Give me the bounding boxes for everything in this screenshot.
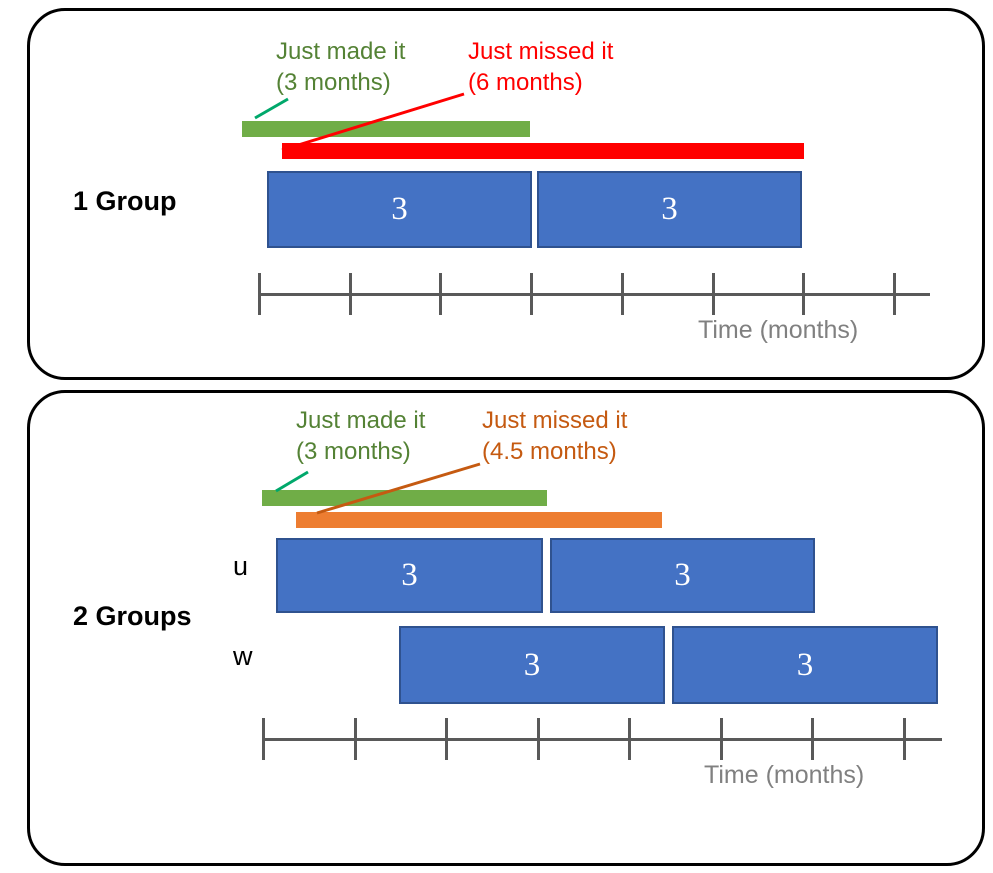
- axis-caption: Time (months): [698, 316, 859, 344]
- task-box[interactable]: 3: [276, 538, 543, 613]
- axis-tick: [893, 273, 896, 315]
- row-label-w: w: [233, 641, 253, 671]
- axis-line: [258, 293, 930, 296]
- task-box[interactable]: 3: [550, 538, 815, 613]
- callout-line-2: (3 months): [276, 69, 391, 96]
- time-axis: [262, 718, 942, 760]
- callout-line-2: (3 months): [296, 438, 411, 465]
- axis-tick: [537, 718, 540, 760]
- green-duration-bar: [262, 490, 547, 506]
- row-label-u: u: [233, 551, 249, 581]
- callout-just-missed-it: Just missed it (4.5 months): [482, 405, 627, 467]
- axis-tick: [439, 273, 442, 315]
- callout-just-missed-it: Just missed it (6 months): [468, 36, 613, 98]
- callout-just-made-it: Just made it (3 months): [296, 405, 425, 467]
- callout-line-1: Just missed it: [468, 38, 614, 65]
- axis-line: [262, 738, 942, 741]
- axis-tick: [262, 718, 265, 760]
- axis-tick: [811, 718, 814, 760]
- callout-line-2: (6 months): [468, 69, 583, 96]
- axis-tick: [712, 273, 715, 315]
- panel-title-one-group: 1 Group: [73, 186, 177, 216]
- axis-tick: [621, 273, 624, 315]
- green-duration-bar: [242, 121, 530, 137]
- axis-tick: [720, 718, 723, 760]
- axis-caption: Time (months): [704, 761, 865, 789]
- axis-tick: [903, 718, 906, 760]
- callout-line-2: (4.5 months): [482, 438, 617, 465]
- axis-tick: [802, 273, 805, 315]
- callout-just-made-it: Just made it (3 months): [276, 36, 405, 98]
- axis-tick: [445, 718, 448, 760]
- time-axis: [258, 273, 930, 315]
- callout-line-1: Just made it: [296, 407, 426, 434]
- axis-tick: [349, 273, 352, 315]
- task-box[interactable]: 3: [267, 171, 532, 248]
- panel-two-groups: 2 Groups Just made it (3 months) Just mi…: [27, 390, 985, 866]
- callout-line-1: Just made it: [276, 38, 406, 65]
- axis-tick: [530, 273, 533, 315]
- red-duration-bar: [282, 143, 804, 159]
- callout-line-1: Just missed it: [482, 407, 628, 434]
- axis-tick: [354, 718, 357, 760]
- axis-tick: [258, 273, 261, 315]
- task-box[interactable]: 3: [537, 171, 802, 248]
- panel-one-group: 1 Group Just made it (3 months) Just mis…: [27, 8, 985, 380]
- panel-title-two-groups: 2 Groups: [73, 601, 192, 631]
- task-box[interactable]: 3: [399, 626, 665, 704]
- orange-duration-bar: [296, 512, 662, 528]
- task-box[interactable]: 3: [672, 626, 938, 704]
- axis-tick: [628, 718, 631, 760]
